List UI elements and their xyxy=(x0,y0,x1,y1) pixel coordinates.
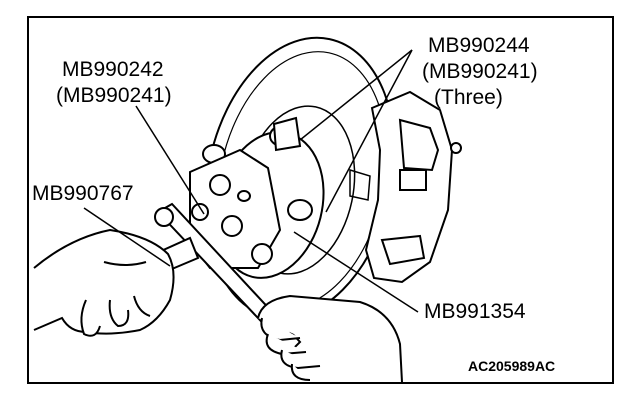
label-mb990767: MB990767 xyxy=(32,182,134,205)
figure-code: AC205989AC xyxy=(468,358,556,374)
brake-caliper xyxy=(349,90,462,284)
right-hand xyxy=(257,294,403,383)
leader-lines xyxy=(83,49,419,313)
label-mb990244: MB990244 xyxy=(428,34,530,57)
label-mb990241-a: (MB990241) xyxy=(56,84,172,107)
figure-frame xyxy=(27,16,614,384)
left-hand xyxy=(33,228,175,337)
label-mb990242: MB990242 xyxy=(62,58,164,81)
label-mb990241-b: (MB990241) xyxy=(422,60,538,83)
label-mb991354: MB991354 xyxy=(424,300,526,323)
label-three: (Three) xyxy=(434,86,503,109)
